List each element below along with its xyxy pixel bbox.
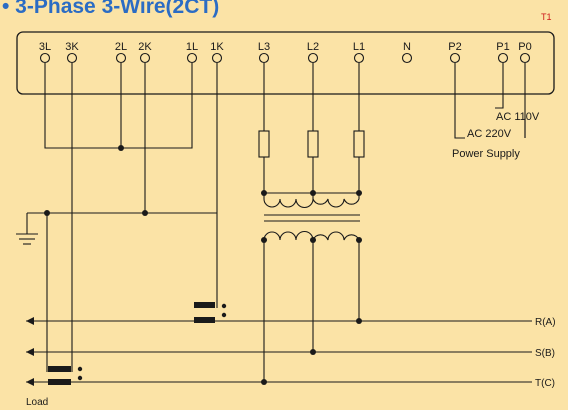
terminal-l2 xyxy=(307,52,319,64)
terminal-label-l1: L1 xyxy=(353,41,365,53)
junction-dot xyxy=(356,190,362,196)
junction-dot xyxy=(261,190,267,196)
supply-ac-low: AC 220V xyxy=(467,128,512,140)
arrow-r xyxy=(26,317,34,325)
terminal-1l xyxy=(186,52,198,64)
bus-label-r: R(A) xyxy=(535,317,556,328)
terminal-p1 xyxy=(497,52,509,64)
junction-dot xyxy=(118,145,124,151)
supply-label: Power Supply xyxy=(452,148,520,160)
junction-dots xyxy=(44,145,362,385)
arrow-s xyxy=(26,348,34,356)
terminal-l1 xyxy=(353,52,365,64)
terminal-2l xyxy=(115,52,127,64)
bus-label-s: S(B) xyxy=(535,348,555,359)
terminal-label-1l: 1L xyxy=(186,41,198,53)
ground-icon xyxy=(16,233,38,245)
terminal-label-p1: P1 xyxy=(496,41,509,53)
junction-dot xyxy=(310,190,316,196)
terminal-1k xyxy=(211,52,223,64)
junction-dot xyxy=(44,210,50,216)
meter-terminal-block xyxy=(16,31,555,95)
terminal-label-p0: P0 xyxy=(518,41,531,53)
arrow-t xyxy=(26,378,34,386)
terminal-label-3k: 3K xyxy=(65,41,79,53)
diagram-title: • 3-Phase 3-Wire(2CT) xyxy=(2,0,219,18)
junction-dot xyxy=(310,349,316,355)
terminal-3k xyxy=(66,52,78,64)
terminal-l3 xyxy=(258,52,270,64)
terminal-label-3l: 3L xyxy=(39,41,51,53)
terminal-circles xyxy=(39,52,531,64)
terminal-p2 xyxy=(449,52,461,64)
terminal-label-p2: P2 xyxy=(448,41,461,53)
current-transformer-3k-icon xyxy=(48,366,83,385)
transformer-icon xyxy=(263,193,360,241)
terminal-label-1k: 1K xyxy=(210,41,224,53)
junction-dot xyxy=(356,318,362,324)
terminal-label-n: N xyxy=(403,41,411,53)
bus-label-t: T(C) xyxy=(535,378,555,389)
terminal-2k xyxy=(139,52,151,64)
wire-3l xyxy=(44,63,120,149)
wires xyxy=(26,63,532,386)
junction-dot xyxy=(310,237,316,243)
wire-p1 xyxy=(495,63,504,109)
wire-1l xyxy=(120,63,193,149)
junction-dot xyxy=(261,237,267,243)
junction-dot xyxy=(356,237,362,243)
diagram-tag: T1 xyxy=(541,12,552,22)
fuse-l2-icon xyxy=(307,130,319,158)
fuse-l3-icon xyxy=(258,130,270,158)
fuse-l1-icon xyxy=(353,130,365,158)
terminal-n xyxy=(401,52,413,64)
junction-dot xyxy=(142,210,148,216)
junction-dot xyxy=(261,379,267,385)
wire-p2 xyxy=(454,63,465,139)
terminal-p0 xyxy=(519,52,531,64)
terminal-label-2l: 2L xyxy=(115,41,127,53)
terminal-label-l3: L3 xyxy=(258,41,270,53)
terminal-label-l2: L2 xyxy=(307,41,319,53)
terminal-3l xyxy=(39,52,51,64)
load-label: Load xyxy=(26,397,48,408)
current-transformer-1k-icon xyxy=(194,302,227,323)
terminal-label-2k: 2K xyxy=(138,41,152,53)
supply-ac-high: AC 110V xyxy=(496,111,540,123)
